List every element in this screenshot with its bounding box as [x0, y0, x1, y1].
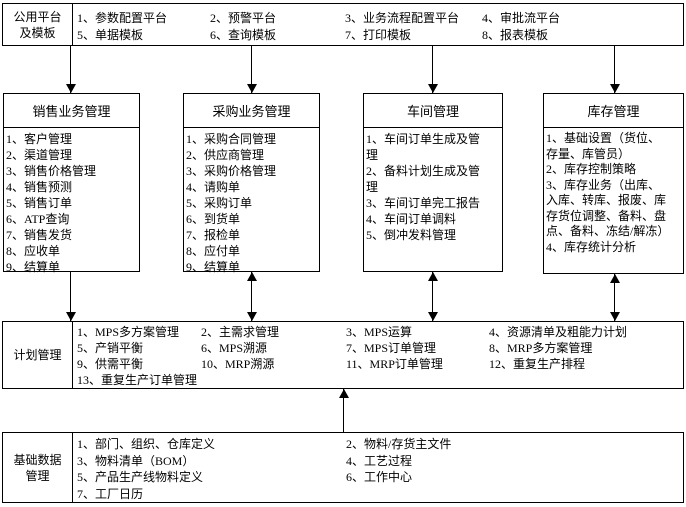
- inventory-item: 3、库存业务（出库、入库、转库、报废、库存货位调整、备料、盘点、备料、冻结/解冻…: [546, 177, 670, 239]
- sales-item: 4、销售预测: [6, 180, 73, 194]
- connector-workshop-planning-double-arrow: [427, 272, 438, 321]
- base-data-item: 1、部门、组织、仓库定义: [77, 437, 216, 451]
- inventory-module-box: 库存管理 1、基础设置（货位、存量、库管员） 2、库存控制策略 3、库存业务（出…: [543, 93, 684, 274]
- workshop-item: 3、车间订单完工报告: [366, 196, 481, 210]
- sales-item: 3、销售价格管理: [6, 164, 97, 178]
- purchase-module-title: 采购业务管理: [184, 94, 319, 128]
- planning-item: 9、供需平衡: [77, 357, 144, 371]
- inventory-module-title: 库存管理: [544, 94, 683, 128]
- platform-item: 5、单据模板: [77, 28, 144, 42]
- planning-label: 计划管理: [13, 348, 62, 362]
- purchase-item: 6、到货单: [186, 212, 241, 226]
- base-data-item: 5、产品生产线物料定义: [77, 470, 204, 484]
- sales-item: 5、销售订单: [6, 196, 73, 210]
- sales-module-box: 销售业务管理 1、客户管理 2、渠道管理 3、销售价格管理 4、销售预测 5、销…: [3, 93, 140, 274]
- base-data-box: 基础数据 管理 1、部门、组织、仓库定义 3、物料清单（BOM） 5、产品生产线…: [2, 432, 684, 503]
- platform-label-line2: 及模板: [19, 25, 56, 40]
- purchase-item: 4、请购单: [186, 180, 241, 194]
- sales-item: 6、ATP查询: [6, 212, 70, 226]
- purchase-item: 5、采购订单: [186, 196, 253, 210]
- base-data-box-label: 基础数据 管理: [3, 433, 73, 502]
- connector-sales-to-planning-arrow: [65, 272, 76, 321]
- platform-label-line1: 公用平台: [13, 9, 62, 24]
- purchase-item: 2、供应商管理: [186, 148, 265, 162]
- workshop-item: 4、车间订单调料: [366, 212, 457, 226]
- base-data-box-items: 1、部门、组织、仓库定义 3、物料清单（BOM） 5、产品生产线物料定义 7、工…: [73, 433, 683, 502]
- workshop-module-title: 车间管理: [364, 94, 502, 128]
- connector-purchase-planning-double-arrow: [246, 272, 257, 321]
- planning-item: 12、重复生产排程: [489, 357, 586, 371]
- base-data-item: 4、工艺过程: [346, 453, 413, 468]
- planning-item: 5、产销平衡: [77, 341, 144, 355]
- planning-item: 6、MPS溯源: [201, 341, 268, 355]
- sales-item: 1、客户管理: [6, 132, 73, 146]
- purchase-module-box: 采购业务管理 1、采购合同管理 2、供应商管理 3、采购价格管理 4、请购单 5…: [183, 93, 320, 274]
- platform-item: 6、查询模板: [210, 28, 277, 42]
- purchase-item: 7、报检单: [186, 228, 241, 242]
- sales-item: 9、结算单: [6, 260, 61, 274]
- platform-item: 2、预警平台: [210, 11, 277, 25]
- platform-item: 7、打印模板: [345, 28, 412, 42]
- sales-item: 7、销售发货: [6, 228, 73, 242]
- inventory-item: 4、库存统计分析: [546, 239, 637, 254]
- sales-module-title: 销售业务管理: [4, 94, 139, 128]
- planning-box-label: 计划管理: [3, 322, 73, 388]
- connector-platform-to-purchase-arrow: [246, 46, 257, 93]
- platform-item: 1、参数配置平台: [77, 11, 168, 25]
- planning-item: 4、资源清单及粗能力计划: [489, 325, 628, 339]
- purchase-item: 1、采购合同管理: [186, 132, 277, 146]
- base-data-item: 2、物料/存货主文件: [346, 437, 452, 451]
- planning-item: 8、MRP多方案管理: [489, 341, 593, 355]
- sales-item: 2、渠道管理: [6, 148, 73, 162]
- planning-item: 13、重复生产订单管理: [77, 373, 198, 387]
- inventory-item: 1、基础设置（货位、存量、库管员）: [546, 131, 661, 161]
- base-data-label-line1: 基础数据: [13, 452, 62, 467]
- planning-item: 11、MRP订单管理: [346, 357, 443, 371]
- connector-inventory-planning-double-arrow: [609, 274, 620, 321]
- connector-base-data-to-planning-arrow: [338, 389, 349, 432]
- base-data-item: 6、工作中心: [346, 470, 413, 484]
- base-data-item: 3、物料清单（BOM）: [77, 453, 195, 468]
- base-data-item: 7、工厂日历: [77, 486, 144, 501]
- connector-platform-to-inventory-arrow: [609, 46, 620, 93]
- purchase-item: 8、应付单: [186, 244, 241, 258]
- platform-item: 4、审批流平台: [482, 11, 561, 25]
- workshop-item: 2、备料计划生成及管理: [366, 164, 481, 194]
- connector-platform-to-sales-arrow: [65, 46, 76, 93]
- inventory-item: 2、库存控制策略: [546, 162, 637, 176]
- platform-box: 公用平台 及模板 1、参数配置平台 2、预警平台 3、业务流程配置平台 4、审批…: [2, 3, 684, 46]
- base-data-label-line2: 管理: [25, 468, 50, 483]
- workshop-module-box: 车间管理 1、车间订单生成及管理 2、备料计划生成及管理 3、车间订单完工报告 …: [363, 93, 503, 272]
- purchase-item: 9、结算单: [186, 260, 241, 274]
- platform-item: 3、业务流程配置平台: [345, 11, 460, 25]
- platform-item: 8、报表模板: [482, 28, 549, 42]
- planning-item: 1、MPS多方案管理: [77, 325, 180, 339]
- workshop-item: 1、车间订单生成及管理: [366, 132, 481, 162]
- sales-item: 8、应收单: [6, 244, 61, 258]
- purchase-item: 3、采购价格管理: [186, 164, 277, 178]
- planning-item: 7、MPS订单管理: [346, 341, 437, 355]
- platform-box-label: 公用平台 及模板: [3, 4, 73, 45]
- planning-item: 3、MPS运算: [346, 325, 413, 339]
- connector-platform-to-workshop-arrow: [427, 46, 438, 93]
- planning-box: 计划管理 1、MPS多方案管理 5、产销平衡 9、供需平衡 13、重复生产订单管…: [2, 321, 684, 389]
- platform-box-items: 1、参数配置平台 2、预警平台 3、业务流程配置平台 4、审批流平台 5、单据模…: [73, 4, 683, 45]
- planning-item: 10、MRP溯源: [201, 357, 275, 371]
- planning-box-items: 1、MPS多方案管理 5、产销平衡 9、供需平衡 13、重复生产订单管理 2、主…: [73, 322, 683, 388]
- planning-item: 2、主需求管理: [201, 325, 280, 339]
- workshop-item: 5、倒冲发料管理: [366, 228, 457, 242]
